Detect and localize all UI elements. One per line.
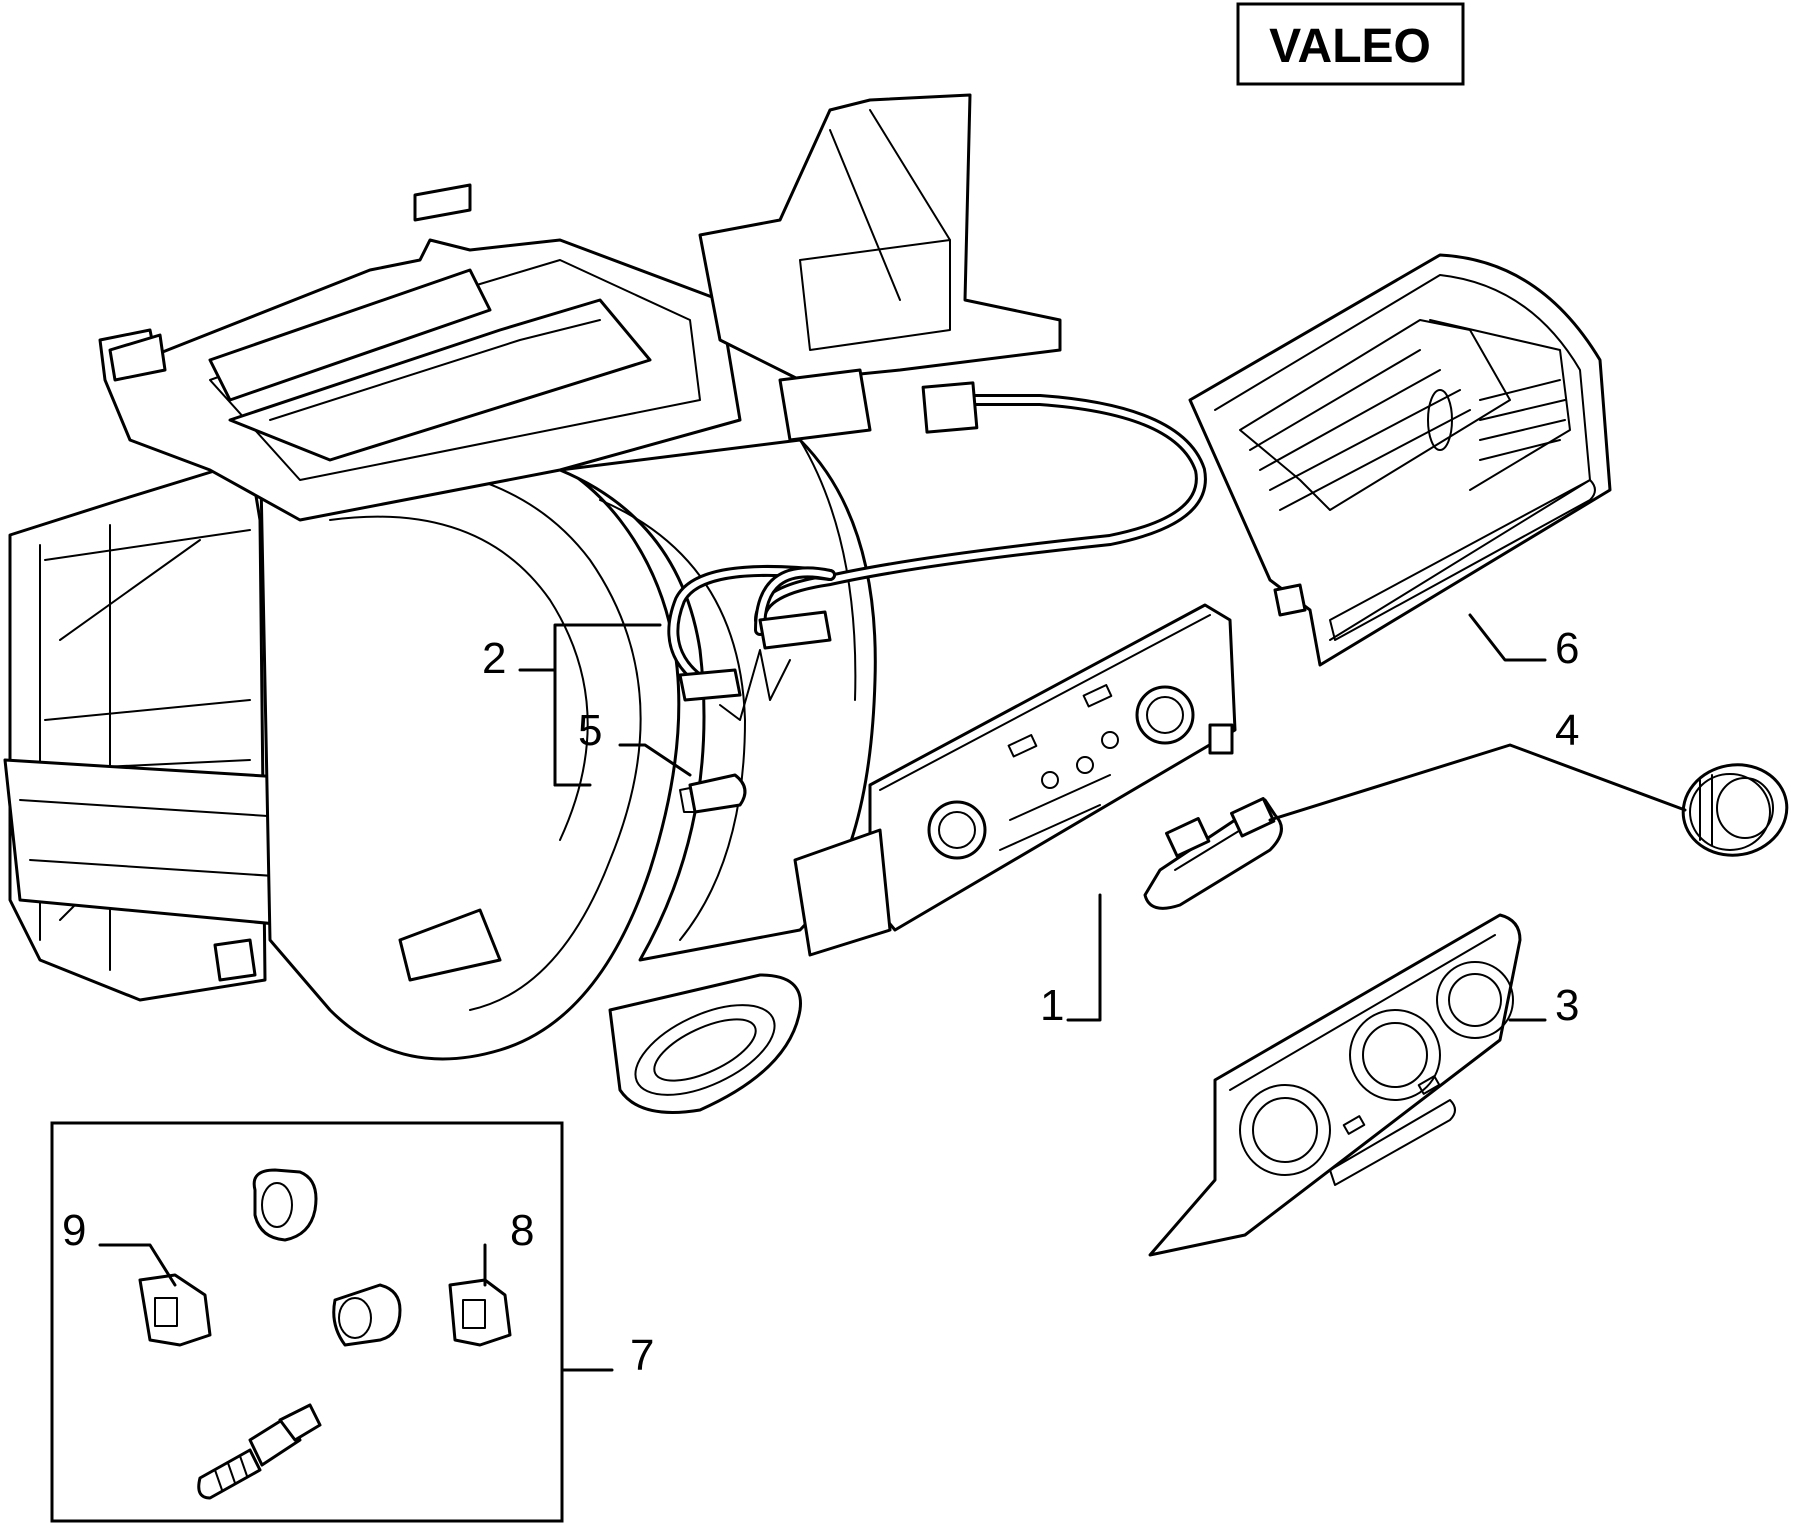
callout-7: 7	[630, 1331, 654, 1380]
heater-housing-drawing	[3, 93, 1062, 1114]
callout-6: 6	[1555, 624, 1579, 673]
control-frame-drawing	[793, 603, 1237, 957]
face-plate-drawing	[1148, 913, 1522, 1257]
leader-lines	[98, 613, 1687, 1372]
callout-4: 4	[1555, 706, 1579, 755]
wiring-harness-drawing	[667, 381, 1207, 814]
vent-bezel-drawing	[1188, 253, 1612, 667]
callout-8: 8	[510, 1206, 534, 1255]
callout-5: 5	[578, 706, 602, 755]
callout-labels: 1 2 3 4 5 6 7 8 9	[62, 624, 1579, 1380]
brand-label: VALEO	[1269, 20, 1431, 73]
brand-box: VALEO	[1236, 2, 1465, 86]
callout-3: 3	[1555, 981, 1579, 1030]
callout-9: 9	[62, 1206, 86, 1255]
knob-drawing	[1681, 763, 1789, 857]
callout-2: 2	[482, 634, 506, 683]
callout-1: 1	[1040, 981, 1064, 1030]
kit-box	[50, 1121, 564, 1523]
switch-module-drawing	[1143, 797, 1283, 910]
